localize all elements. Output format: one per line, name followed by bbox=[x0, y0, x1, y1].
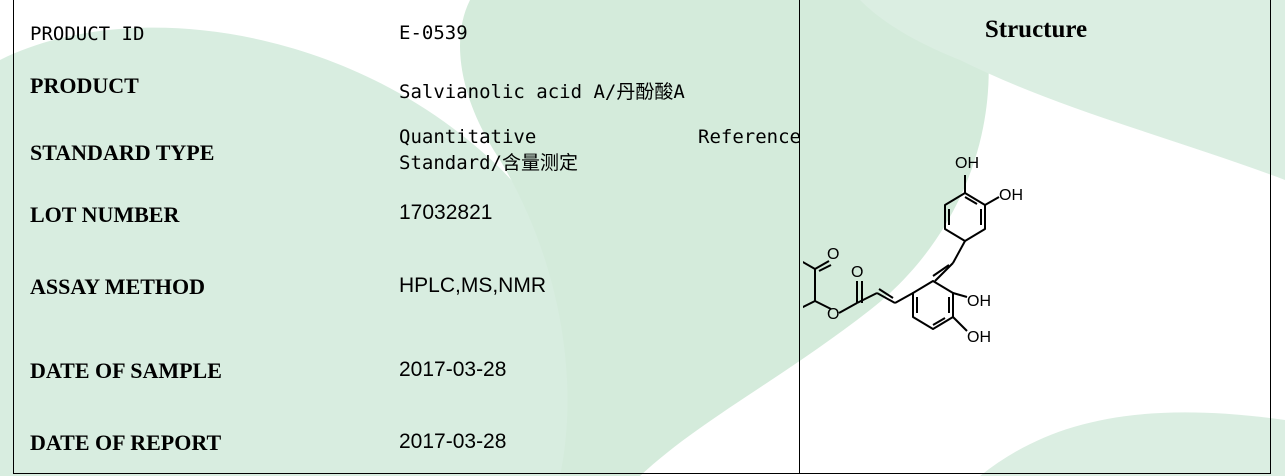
label-date-of-report: DATE OF REPORT bbox=[30, 430, 222, 455]
label-date-of-sample: DATE OF SAMPLE bbox=[30, 358, 222, 383]
value-assay-method: HPLC,MS,NMR bbox=[399, 274, 547, 297]
chemical-structure-diagram: OH OH OH OH O O HO O HO HO bbox=[803, 155, 1023, 346]
label-o-ether: O bbox=[827, 306, 839, 323]
label-oh-top: OH bbox=[955, 155, 979, 172]
column-divider bbox=[799, 0, 800, 474]
label-assay-method: ASSAY METHOD bbox=[30, 274, 206, 299]
label-o-ester: O bbox=[851, 264, 863, 281]
value-standard-type-line2: Standard/含量测定 bbox=[399, 152, 578, 174]
value-date-of-report: 2017-03-28 bbox=[399, 430, 507, 453]
label-lot-number: LOT NUMBER bbox=[30, 202, 180, 227]
label-standard-type: STANDARD TYPE bbox=[30, 140, 215, 165]
label-oh-bottom: OH bbox=[967, 329, 991, 346]
label-product: PRODUCT bbox=[30, 73, 139, 98]
value-standard-type: Quantitative Reference Standard/含量测定 bbox=[399, 124, 801, 176]
structure-title: Structure bbox=[984, 16, 1088, 43]
label-o-acid: O bbox=[827, 246, 839, 263]
value-standard-type-word2: Reference bbox=[698, 126, 801, 148]
label-product-id: PRODUCT ID bbox=[30, 23, 145, 45]
label-oh-right: OH bbox=[999, 187, 1023, 204]
value-product-id: E-0539 bbox=[399, 22, 468, 44]
value-standard-type-word1: Quantitative bbox=[399, 126, 537, 148]
label-oh-mid: OH bbox=[967, 293, 991, 310]
value-product: Salvianolic acid A/丹酚酸A bbox=[399, 81, 685, 103]
value-lot-number: 17032821 bbox=[399, 201, 493, 224]
certificate-table: PRODUCT ID E-0539 PRODUCT Salvianolic ac… bbox=[13, 0, 1271, 474]
value-date-of-sample: 2017-03-28 bbox=[399, 358, 507, 381]
